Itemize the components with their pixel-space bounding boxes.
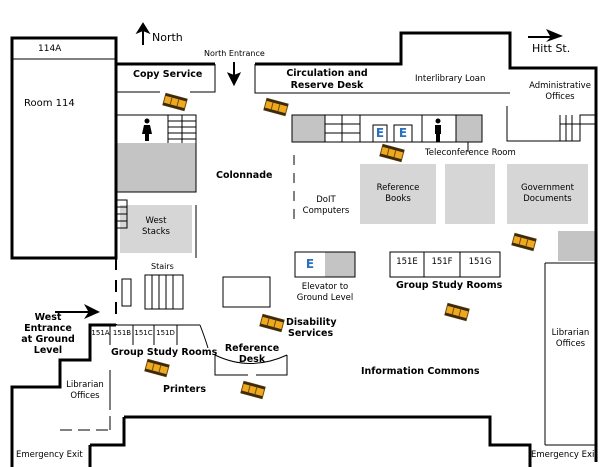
room-151d: 151D	[156, 329, 175, 337]
room-151e: 151E	[396, 257, 418, 267]
room-114: Room 114	[24, 98, 75, 109]
interlibrary-loan: Interlibrary Loan	[415, 74, 486, 84]
video-tour-film-icon[interactable]	[162, 92, 188, 112]
room-151a: 151A	[91, 329, 110, 337]
admin-line2: Offices	[545, 92, 575, 102]
refbooks-line2: Books	[385, 194, 411, 204]
teleconference-room: Teleconference Room	[425, 148, 516, 158]
refdesk-line2: Desk	[238, 354, 266, 365]
west-stacks-area	[120, 205, 192, 253]
stairs-label: Stairs	[151, 262, 174, 271]
elevator-line2: Ground Level	[296, 293, 354, 303]
restroom-icons	[142, 118, 441, 142]
west-stacks-line1: West	[145, 216, 167, 226]
elevator-icon: E	[398, 126, 408, 140]
librarian-east-line1: Librarian	[551, 328, 590, 338]
group-study-rooms-west: Group Study Rooms	[111, 347, 218, 358]
refdesk-line1: Reference	[224, 343, 280, 354]
copy-service: Copy Service	[133, 69, 203, 80]
librarian-west-line1: Librarian	[66, 380, 104, 390]
gov-line1: Government	[520, 183, 574, 193]
room-114a: 114A	[38, 44, 62, 54]
video-tour-film-icon[interactable]	[144, 358, 170, 378]
hitt-street-label: Hitt St.	[532, 42, 571, 55]
circulation-line2: Reserve Desk	[290, 80, 364, 91]
video-tour-film-icon[interactable]	[379, 143, 405, 163]
librarian-west-line2: Offices	[70, 391, 100, 401]
disability-line1: Disability	[286, 317, 337, 328]
service-block	[117, 143, 196, 192]
video-tour-film-icon[interactable]	[444, 302, 470, 322]
emergency-exit-east: Emergency Exit	[531, 450, 598, 460]
doit-line2: Computers	[302, 206, 350, 216]
disability-line2: Services	[288, 328, 334, 339]
doit-line1: DoIT	[316, 195, 336, 205]
elevator-icon: E	[375, 126, 385, 140]
printers: Printers	[163, 384, 206, 395]
west-entrance-label: West Entrance at Ground Level	[21, 312, 75, 356]
colonnade: Colonnade	[216, 170, 273, 181]
gov-line2: Documents	[523, 194, 572, 204]
librarian-east-line2: Offices	[555, 339, 586, 349]
room-151g: 151G	[468, 257, 492, 267]
room-151b: 151B	[112, 329, 132, 337]
circulation-line1: Circulation and	[286, 68, 368, 79]
group-study-rooms-east: Group Study Rooms	[396, 280, 503, 291]
elevator-line1: Elevator to	[301, 282, 349, 292]
video-tour-film-icon[interactable]	[263, 97, 289, 117]
admin-line1: Administrative	[529, 81, 591, 91]
west-stacks-line2: Stacks	[142, 227, 170, 237]
refbooks-line1: Reference	[376, 183, 420, 193]
video-tour-film-icon[interactable]	[511, 232, 537, 252]
north-label: North	[152, 31, 183, 44]
arrows	[55, 22, 563, 319]
stacks-area	[445, 164, 495, 224]
room-151f: 151F	[431, 257, 453, 267]
north-entrance-label: North Entrance	[204, 49, 265, 58]
video-tour-film-icon[interactable]	[259, 313, 285, 333]
elevator-icon: E	[305, 257, 315, 271]
government-documents-area	[507, 164, 588, 224]
reference-books-area	[360, 164, 436, 224]
video-tour-film-icon[interactable]	[240, 380, 266, 400]
room-151c: 151C	[134, 329, 153, 337]
information-commons: Information Commons	[361, 366, 480, 377]
emergency-exit-west: Emergency Exit	[16, 450, 83, 460]
